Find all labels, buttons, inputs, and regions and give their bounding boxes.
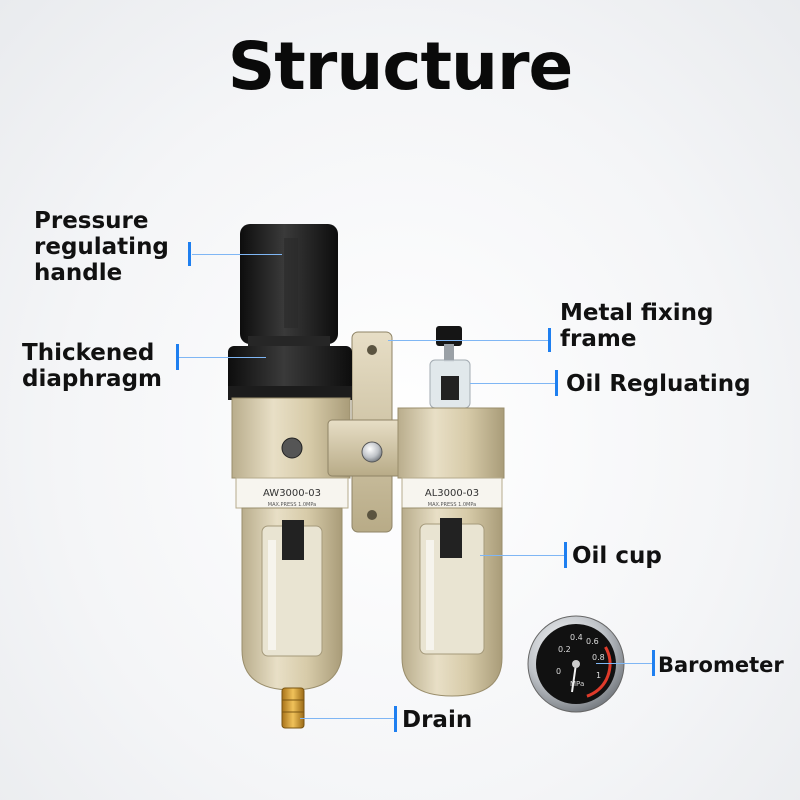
lead-drain	[300, 718, 394, 720]
label-oil-cup: Oil cup	[572, 543, 662, 569]
drain-shape	[281, 687, 305, 729]
gauge-tick-4: 0.8	[592, 653, 605, 662]
marker-metal-frame	[548, 328, 551, 352]
lead-diaphragm	[178, 357, 266, 359]
barometer-gauge: 0 0.2 0.4 0.6 0.8 1 MPa	[527, 615, 625, 713]
label-metal-fixing-frame: Metal fixing frame	[560, 300, 714, 352]
lubricator-pressure-text: MAX.PRESS 1.0MPa	[428, 502, 476, 508]
gauge-tick-3: 0.6	[586, 637, 599, 646]
page-title: Structure	[227, 28, 574, 105]
label-thickened-diaphragm: Thickened diaphragm	[22, 340, 162, 392]
gauge-unit: MPa	[570, 680, 584, 688]
lubricator-model-text: AL3000-03	[425, 488, 479, 499]
lead-oil-regulating	[470, 383, 556, 385]
marker-drain	[394, 706, 397, 732]
marker-diaphragm	[176, 344, 179, 370]
label-drain: Drain	[402, 707, 473, 733]
marker-oil-regulating	[555, 370, 558, 396]
filter-model-text: AW3000-03	[263, 488, 321, 499]
lead-metal-frame	[388, 340, 548, 342]
gauge-tick-0: 0	[556, 667, 561, 676]
lead-oil-cup	[480, 555, 564, 557]
pressure-regulating-handle-shape	[240, 224, 338, 350]
label-pressure-regulating-handle: Pressure regulating handle	[34, 208, 169, 286]
oil-regulating-valve-shape	[429, 326, 471, 409]
label-barometer: Barometer	[658, 653, 784, 677]
filter-regulator-body: AW3000-03 MAX.PRESS 1.0MPa	[231, 397, 351, 691]
gauge-tick-1: 0.2	[558, 645, 571, 654]
gauge-tick-2: 0.4	[570, 633, 583, 642]
diaphragm-cap-shape	[228, 346, 352, 400]
gauge-tick-5: 1	[596, 671, 601, 680]
marker-oil-cup	[564, 542, 567, 568]
marker-pressure-handle	[188, 242, 191, 266]
lubricator-body: AL3000-03 MAX.PRESS 1.0MPa	[397, 407, 505, 509]
label-oil-regulating: Oil Regluating	[566, 371, 751, 397]
lead-barometer	[596, 663, 652, 665]
filter-pressure-text: MAX.PRESS 1.0MPa	[268, 502, 316, 508]
lead-pressure-handle	[192, 254, 282, 256]
marker-barometer	[652, 650, 655, 676]
oil-cup-shape	[401, 507, 503, 697]
